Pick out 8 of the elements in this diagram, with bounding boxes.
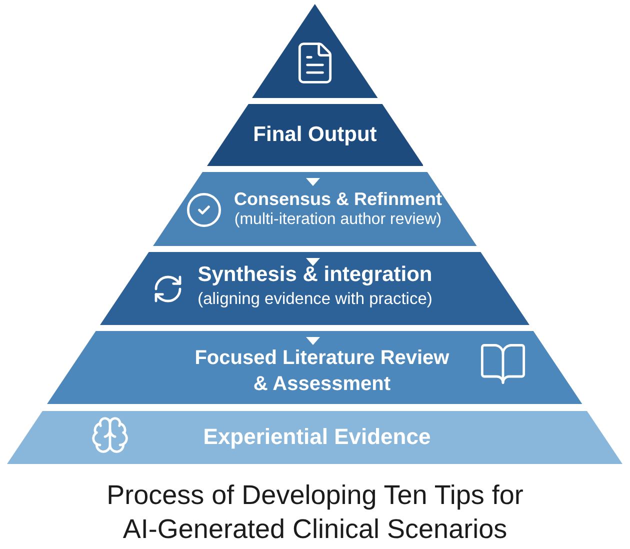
tier-title: Focused Literature Review & Assessment: [194, 346, 450, 397]
tier-title: Consensus & Refinment: [234, 188, 442, 210]
tier-title: Experiential Evidence: [203, 424, 431, 450]
tier-subtitle: (multi-iteration author review): [234, 210, 442, 230]
tier-subtitle: (aligning evidence with practice): [198, 289, 432, 310]
tier-title: Synthesis & integration: [198, 262, 432, 288]
tier-title: Final Output: [253, 122, 377, 148]
caption: Process of Developing Ten Tips for AI-Generated Clinical Scenarios: [106, 479, 524, 546]
